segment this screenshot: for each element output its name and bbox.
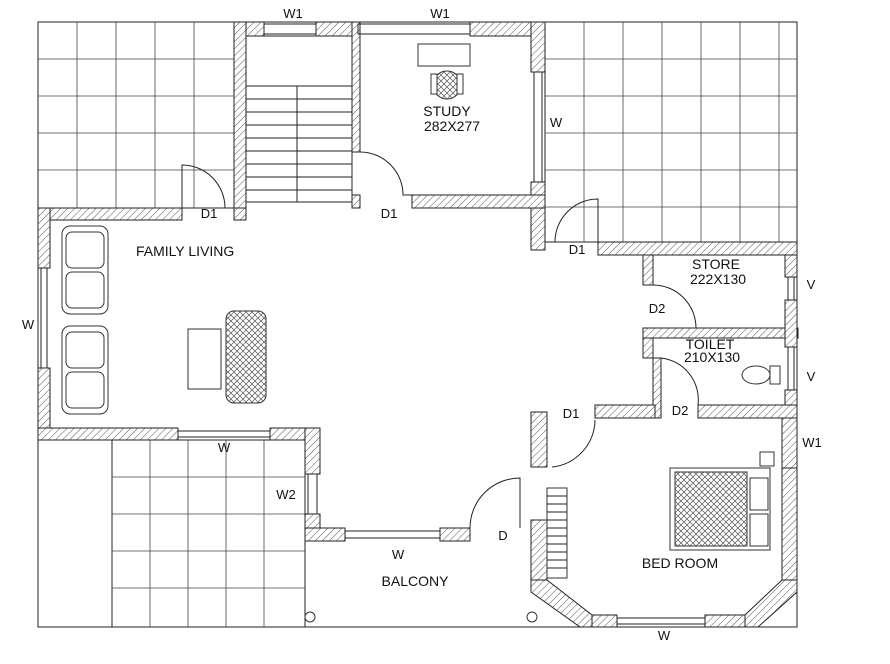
door-label: D1 <box>569 242 586 257</box>
bed <box>669 451 775 551</box>
toilet-name: TOILET <box>686 336 735 352</box>
door-label: D1 <box>381 206 398 221</box>
window-label: V <box>807 277 816 292</box>
store-size: 222X130 <box>690 271 746 287</box>
balcony-name: BALCONY <box>382 573 450 589</box>
sofa-set <box>61 225 267 415</box>
window-label: W <box>22 317 35 332</box>
window-label: W <box>658 628 671 643</box>
walls <box>37 21 799 628</box>
door-swings <box>181 151 699 529</box>
door-label: D1 <box>201 206 218 221</box>
terrace-tiles-right <box>544 21 798 243</box>
store-name: STORE <box>692 256 740 272</box>
window-label: W <box>218 440 231 455</box>
balcony-post-right <box>526 611 538 623</box>
family-living-name: FAMILY LIVING <box>136 243 234 259</box>
toilet-wc <box>741 365 781 385</box>
door-label: D <box>498 528 507 543</box>
toilet-size: 210X130 <box>684 349 740 365</box>
window-label: W1 <box>430 6 450 21</box>
door-label: D2 <box>649 301 666 316</box>
terrace-tiles-bottom <box>111 439 306 628</box>
bedroom-ladder <box>546 487 568 579</box>
windows <box>40 23 795 625</box>
door-label: D2 <box>672 403 689 418</box>
balcony-post-left <box>304 611 316 623</box>
window-label: V <box>807 369 816 384</box>
window-label: W1 <box>283 6 303 21</box>
study-desk <box>417 43 471 100</box>
window-label: W1 <box>802 435 822 450</box>
window-label: W2 <box>276 487 296 502</box>
study-name: STUDY <box>423 103 471 119</box>
terrace-tiles-left <box>37 21 235 209</box>
study-size: 282X277 <box>424 118 480 134</box>
window-label: W <box>550 115 563 130</box>
window-label: W <box>392 547 405 562</box>
door-label: D1 <box>563 406 580 421</box>
bedroom-name: BED ROOM <box>642 555 718 571</box>
staircase <box>245 35 353 203</box>
